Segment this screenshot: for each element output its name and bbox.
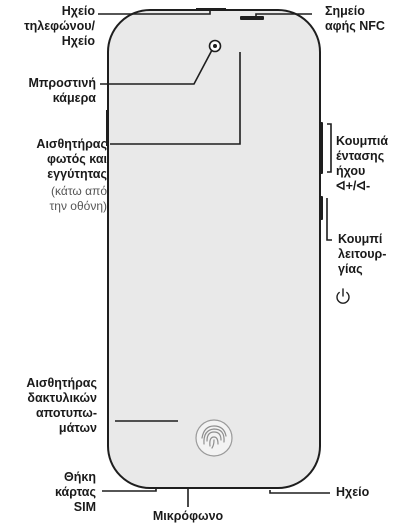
label-power: Κουμπί λειτουρ- γίας <box>338 232 387 276</box>
label-light-proximity-note: (κάτω από την οθόνη) <box>49 184 107 213</box>
earpiece-slot <box>196 8 226 11</box>
label-sim-tray: Θήκη κάρτας SIM <box>54 470 96 514</box>
label-front-camera: Μπροστινή κάμερα <box>28 76 96 105</box>
volume-symbols: ᐊ+/ᐊ- <box>336 179 371 193</box>
label-microphone: Μικρόφωνο <box>152 509 224 523</box>
label-light-proximity: Αισθητήρας φωτός και εγγύτητας <box>36 137 107 181</box>
power-icon <box>336 288 350 304</box>
label-fingerprint: Αισθητήρας δακτυλικών αποτυπω- μάτων <box>26 376 97 435</box>
power-button <box>319 196 323 220</box>
volume-buttons <box>319 122 323 174</box>
label-nfc: Σημείο αφής NFC <box>325 4 385 33</box>
label-volume: Κουμπιά έντασης ήχου ᐊ+/ᐊ- <box>336 134 389 193</box>
nfc-marker <box>240 16 264 20</box>
leader-lines <box>98 10 332 507</box>
phone-body <box>107 9 321 489</box>
label-speaker: Ηχείο <box>336 485 370 499</box>
fingerprint-icon <box>195 419 233 457</box>
left-side-bump <box>106 110 109 146</box>
label-earpiece: Ηχείο τηλεφώνου/ Ηχείο <box>24 4 95 48</box>
